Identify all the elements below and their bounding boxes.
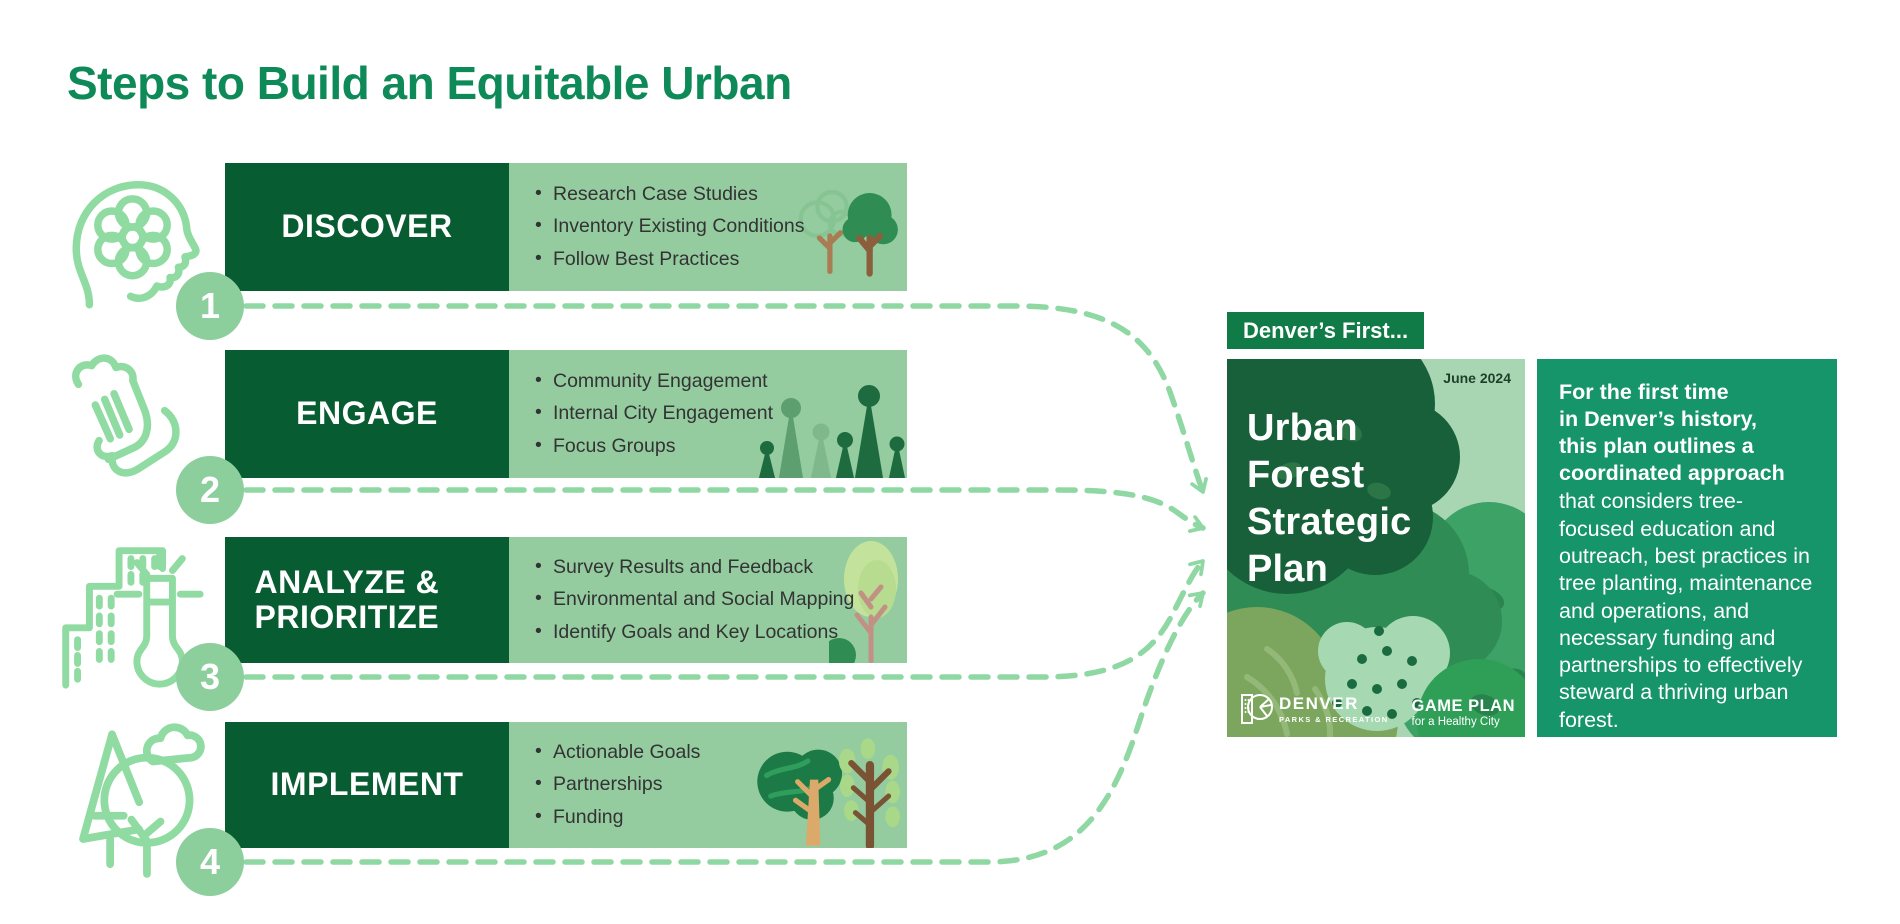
bullet-item: Environmental and Social Mapping bbox=[535, 588, 907, 610]
step-label-engage: ENGAGE bbox=[225, 350, 509, 478]
step-label-discover: DISCOVER bbox=[225, 163, 509, 291]
bullet-item: Internal City Engagement bbox=[535, 402, 907, 424]
step-row-implement: IMPLEMENT bbox=[225, 722, 907, 848]
step-label-analyze-prioritize: ANALYZE & PRIORITIZE bbox=[225, 537, 509, 663]
helping-hands-icon bbox=[72, 354, 180, 477]
bullet-item: Inventory Existing Conditions bbox=[535, 215, 907, 237]
step-number-2: 2 bbox=[176, 456, 244, 524]
step-bullets-analyze-prioritize: Survey Results and Feedback Environmenta… bbox=[509, 537, 907, 663]
bullet-item: Community Engagement bbox=[535, 370, 907, 392]
callout-label: Denver’s First... bbox=[1227, 312, 1425, 349]
bullet-item: Identify Goals and Key Locations bbox=[535, 621, 907, 643]
step-bullets-engage: Community Engagement Internal City Engag… bbox=[509, 350, 907, 478]
step-row-engage: ENGAGE Community Engagement Internal C bbox=[225, 350, 907, 478]
denver-parks-logo-icon bbox=[1241, 694, 1273, 724]
publisher-subtitle: PARKS & RECREATION bbox=[1279, 714, 1389, 724]
bullet-item: Survey Results and Feedback bbox=[535, 556, 907, 578]
program-subtitle: for a Healthy City bbox=[1411, 716, 1500, 728]
cover-date: June 2024 bbox=[1443, 370, 1511, 386]
bullet-item: Research Case Studies bbox=[535, 183, 907, 205]
description-panel: For the first time in Denver’s history, … bbox=[1537, 359, 1837, 737]
description-regular-text: that considers tree-focused education an… bbox=[1559, 489, 1813, 732]
step-label-implement: IMPLEMENT bbox=[225, 722, 509, 848]
bullet-item: Follow Best Practices bbox=[535, 248, 907, 270]
plan-cover: June 2024 Urban Forest Strategic Plan bbox=[1227, 359, 1525, 737]
publisher-name: DENVER bbox=[1279, 693, 1359, 713]
bullet-item: Funding bbox=[535, 806, 907, 828]
bullet-item: Focus Groups bbox=[535, 435, 907, 457]
page-title: Steps to Build an Equitable Urban bbox=[67, 57, 792, 109]
step-bullets-discover: Research Case Studies Inventory Existing… bbox=[509, 163, 907, 291]
publisher-logo: DENVER PARKS & RECREATION bbox=[1239, 690, 1389, 728]
trees-cloud-icon bbox=[79, 723, 205, 878]
bullet-item: Partnerships bbox=[535, 773, 907, 795]
program-name: GAME PLAN bbox=[1411, 696, 1515, 715]
step-number-3: 3 bbox=[176, 643, 244, 711]
cover-forest-art bbox=[1227, 359, 1525, 737]
step-number-1: 1 bbox=[176, 272, 244, 340]
program-logo: GAME PLAN for a Healthy City bbox=[1411, 696, 1516, 728]
city-analysis-icon bbox=[62, 547, 204, 689]
step-number-4: 4 bbox=[176, 828, 244, 896]
step-bullets-implement: Actionable Goals Partnerships Funding bbox=[509, 722, 907, 848]
head-flower-icon bbox=[72, 181, 200, 309]
step-row-discover: DISCOVER Research Case Studies Inventory… bbox=[225, 163, 907, 291]
connector-line-2 bbox=[243, 487, 1206, 533]
bullet-item: Actionable Goals bbox=[535, 741, 907, 763]
cover-title: Urban Forest Strategic Plan bbox=[1247, 407, 1412, 590]
step-row-analyze-prioritize: ANALYZE & PRIORITIZE Survey Results and … bbox=[225, 537, 907, 663]
cover-footer: DENVER PARKS & RECREATION GAME PLAN for … bbox=[1239, 690, 1515, 728]
description-bold-text: For the first time in Denver’s history, … bbox=[1559, 380, 1785, 486]
